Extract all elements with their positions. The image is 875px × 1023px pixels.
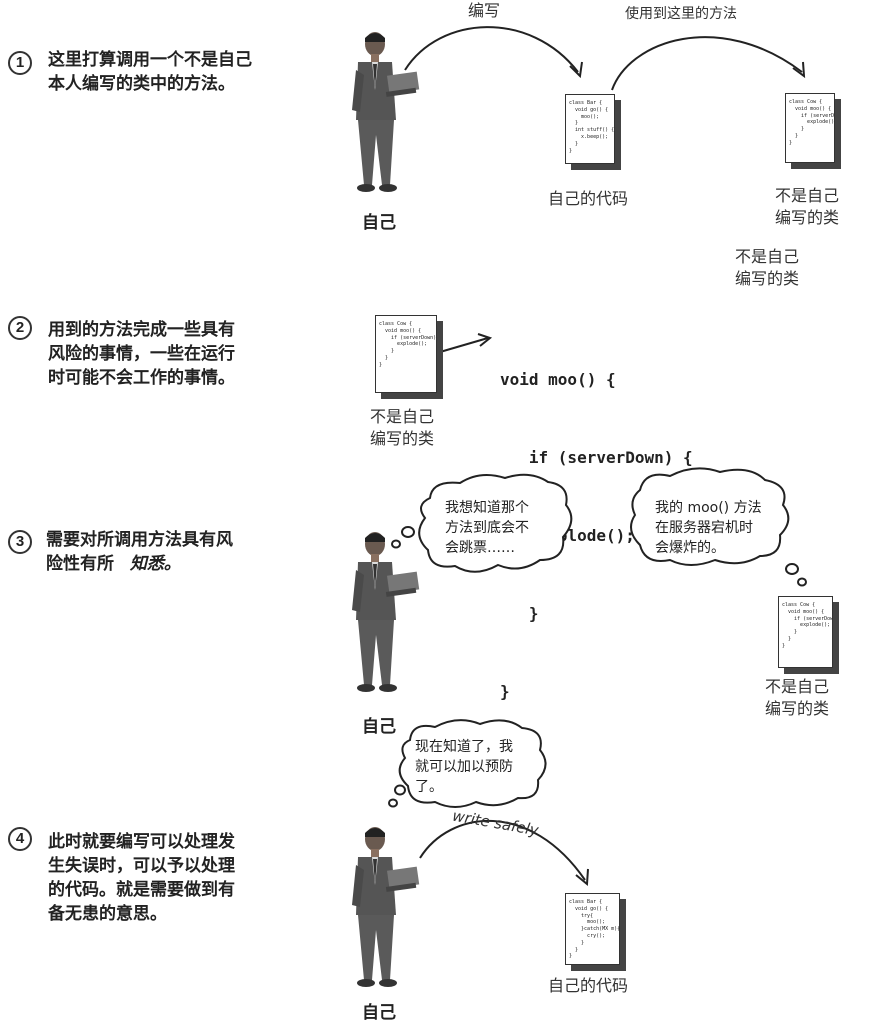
doc-pointer-arrow <box>439 337 489 353</box>
other-class-label-1-line-2: 编写的类 <box>775 208 840 227</box>
self-label-3: 自己 <box>362 1003 396 1023</box>
other-class-label-3: 不是自己 编写的类 <box>765 676 829 720</box>
step-3-emphasis: 知悉。 <box>129 554 181 574</box>
step-4-number: 4 <box>8 827 32 851</box>
step-2-text: 用到的方法完成一些具有 风险的事情，一些在运行 时可能不会工作的事情。 <box>48 318 235 390</box>
wonder-line-1: 我想知道那个 <box>445 500 529 516</box>
write-arrow <box>404 26 579 73</box>
other-class-document-1: class Cow { void moo() { if (serverDown)… <box>785 93 835 163</box>
step-2-line-1: 用到的方法完成一些具有 <box>48 320 235 340</box>
other-class-label-2: 不是自己 编写的类 <box>370 406 434 450</box>
step-4-line-1: 此时就要编写可以处理发 <box>48 832 235 852</box>
other-class-label-extra-line-1: 不是自己 <box>735 247 800 266</box>
use-method-arrow <box>611 36 803 91</box>
other-class-label-2-line-2: 编写的类 <box>370 429 435 448</box>
wonder-bubble-text: 我想知道那个 方法到底会不 会跳票…… <box>445 498 529 558</box>
code-line-4: } <box>500 604 539 623</box>
answer-line-2: 在服务器宕机时 <box>655 520 753 536</box>
step-2-line-3: 时可能不会工作的事情。 <box>48 368 235 388</box>
know-bubble-text: 现在知道了，我 就可以加以预防 了。 <box>415 737 513 797</box>
step-3-line-2-wrap: 险性有所 知悉。 <box>46 552 233 576</box>
self-label-1: 自己 <box>362 213 396 233</box>
other-class-label-extra: 不是自己 编写的类 <box>735 246 799 290</box>
step-4-line-4: 备无患的意思。 <box>48 904 167 924</box>
step-3-line-2: 险性有所 <box>46 554 114 574</box>
other-class-label-extra-line-2: 编写的类 <box>735 269 800 288</box>
other-class-label-3-line-1: 不是自己 <box>765 677 830 696</box>
other-class-document-3: class Cow { void moo() { if (serverDown)… <box>778 596 833 668</box>
know-line-1: 现在知道了，我 <box>415 739 513 755</box>
step-1-number: 1 <box>8 51 32 75</box>
code-line-1: void moo() { <box>500 370 616 389</box>
other-class-label-3-line-2: 编写的类 <box>765 699 830 718</box>
answer-line-1: 我的 moo() 方法 <box>655 500 762 516</box>
other-class-label-2-line-1: 不是自己 <box>370 407 435 426</box>
person-with-laptop-3 <box>352 827 420 987</box>
step-2-number: 2 <box>8 316 32 340</box>
answer-line-3: 会爆炸的。 <box>655 540 725 556</box>
other-class-document-2: class Cow { void moo() { if (serverDown)… <box>375 315 437 393</box>
know-line-2: 就可以加以预防 <box>415 759 513 775</box>
know-line-3: 了。 <box>415 779 443 795</box>
person-with-laptop-1 <box>352 32 420 192</box>
write-safely-label: write safely <box>451 806 540 840</box>
step-2-line-2: 风险的事情，一些在运行 <box>48 344 235 364</box>
step-1-text: 这里打算调用一个不是自己 本人编写的类中的方法。 <box>48 48 252 96</box>
step-4-line-2: 生失误时，可以予以处理 <box>48 856 235 876</box>
use-method-arrow-label: 使用到这里的方法 <box>625 6 737 22</box>
write-arrow-label: 编写 <box>468 1 501 20</box>
other-class-label-1: 不是自己 编写的类 <box>775 185 839 229</box>
own-code-document: class Bar { void go() { moo(); } int stu… <box>565 94 615 164</box>
step-1-line-2: 本人编写的类中的方法。 <box>48 74 235 94</box>
wonder-line-2: 方法到底会不 <box>445 520 529 536</box>
own-code-label-1: 自己的代码 <box>548 189 629 208</box>
answer-bubble-text: 我的 moo() 方法 在服务器宕机时 会爆炸的。 <box>655 498 762 558</box>
other-class-label-1-line-1: 不是自己 <box>775 186 840 205</box>
code-line-2: if (serverDown) { <box>500 448 693 467</box>
step-1-line-1: 这里打算调用一个不是自己 <box>48 50 252 70</box>
person-with-laptop-2 <box>352 532 420 692</box>
step-4-text: 此时就要编写可以处理发 生失误时，可以予以处理 的代码。就是需要做到有 备无患的… <box>48 830 235 926</box>
step-4-line-3: 的代码。就是需要做到有 <box>48 880 235 900</box>
step-3-line-1: 需要对所调用方法具有风 <box>46 530 233 550</box>
step-3-number: 3 <box>8 530 32 554</box>
own-code-label-2: 自己的代码 <box>548 976 629 995</box>
code-line-5: } <box>500 682 510 701</box>
own-code-safe-document: class Bar { void go() { try{ moo(); }cat… <box>565 893 620 965</box>
step-3-text: 需要对所调用方法具有风 险性有所 知悉。 <box>46 528 233 576</box>
self-label-2: 自己 <box>362 717 396 737</box>
wonder-line-3: 会跳票…… <box>445 540 515 556</box>
